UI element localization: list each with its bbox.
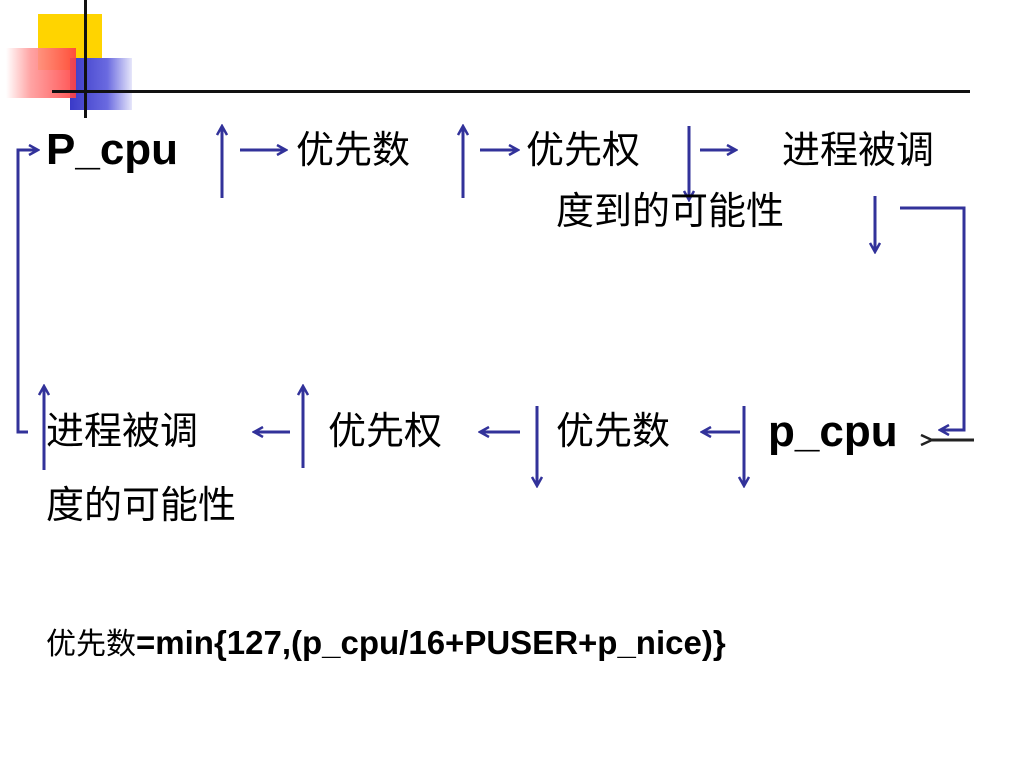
decor-blue-square — [70, 58, 132, 110]
top-schedule-label-line1: 进程被调 — [782, 128, 935, 172]
title-rule — [52, 90, 970, 93]
top-schedule-label-line2: 度到的可能性 — [556, 189, 785, 233]
formula: 优先数=min{127,(p_cpu/16+PUSER+p_nice)} — [46, 626, 726, 660]
bottom-p-cpu-label: p_cpu — [768, 407, 898, 456]
top-priority-number-label: 优先数 — [296, 128, 411, 172]
formula-prefix: 优先数 — [46, 627, 136, 662]
top-p-cpu-label: P_cpu — [46, 125, 179, 174]
bottom-schedule-label-line1: 进程被调 — [46, 409, 199, 453]
decor-red-square — [6, 48, 76, 98]
connector-right — [900, 206, 966, 430]
bottom-schedule-label-line2: 度的可能性 — [46, 483, 237, 527]
bottom-priority-number-label: 优先数 — [556, 409, 671, 453]
formula-expression: =min{127,(p_cpu/16+PUSER+p_nice)} — [136, 624, 726, 661]
connector-left — [16, 150, 38, 434]
decor-vertical-line — [84, 0, 87, 118]
top-priority-label: 优先权 — [526, 128, 641, 172]
bottom-priority-label: 优先权 — [328, 409, 443, 453]
